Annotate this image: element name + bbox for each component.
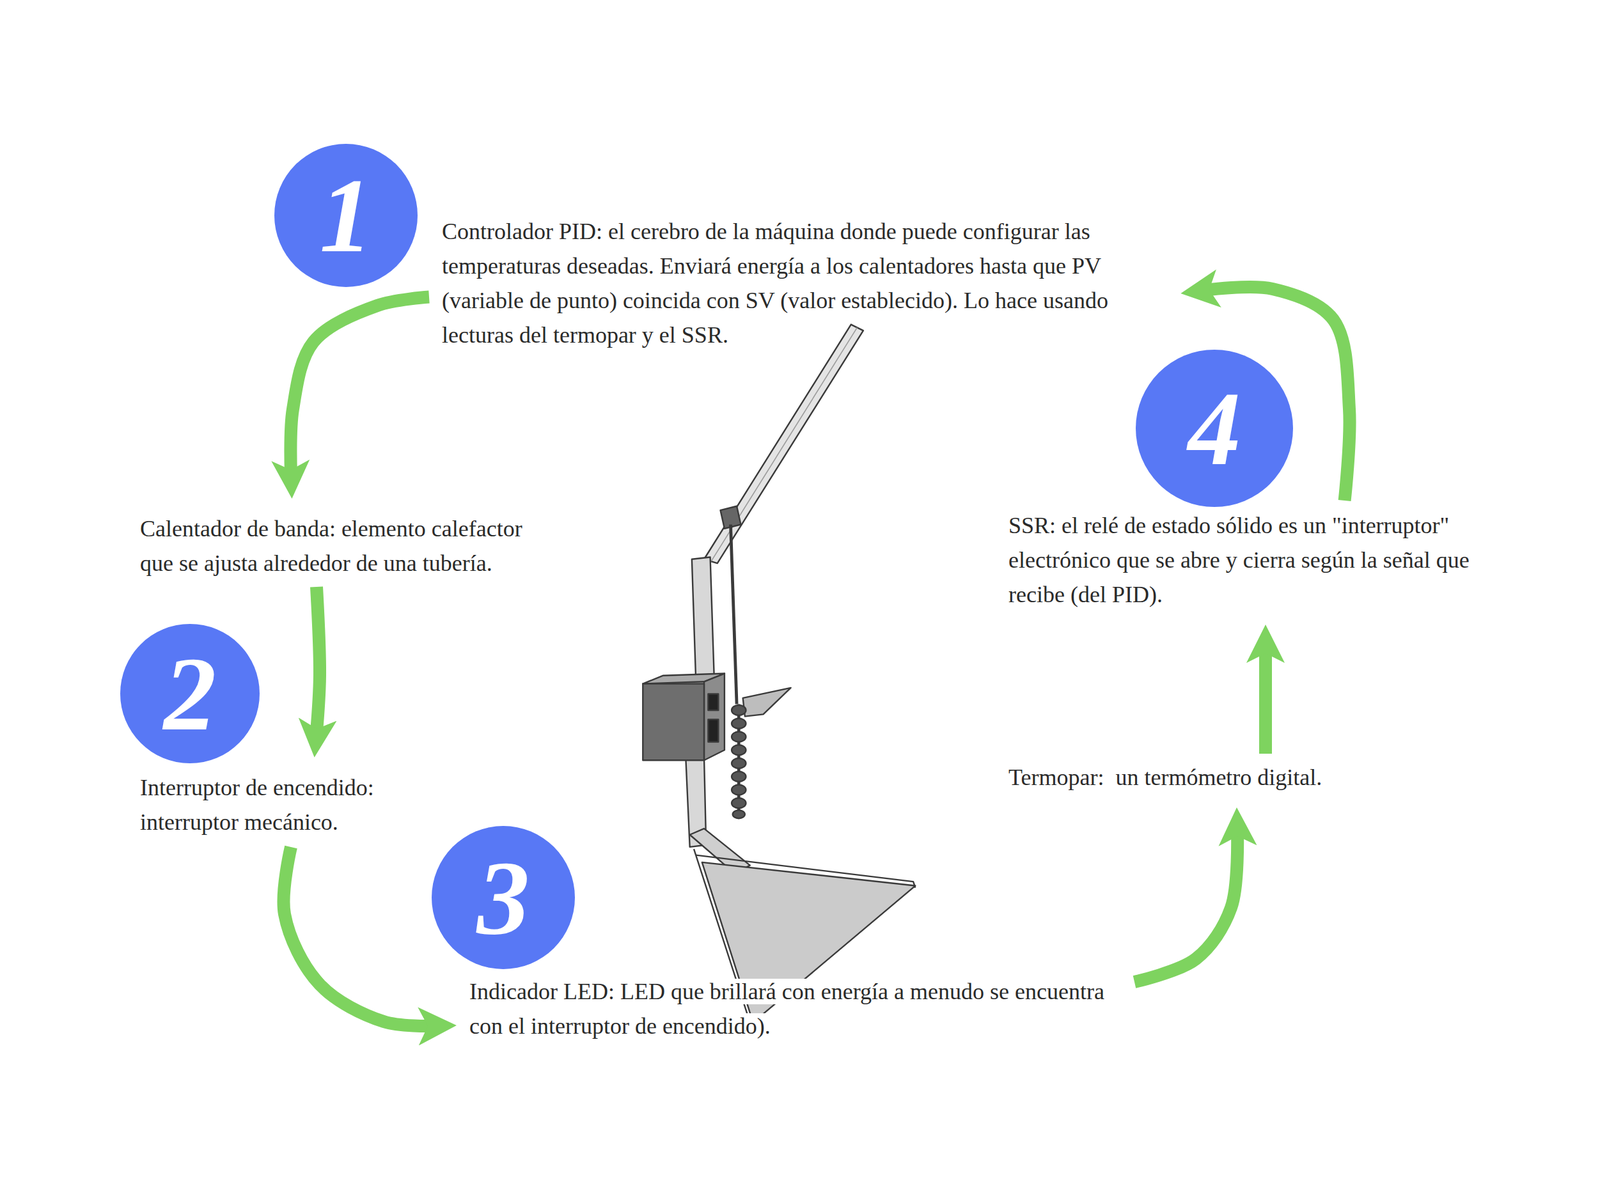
description-text: Calentador de banda: elemento calefactor… [140, 511, 537, 581]
flow-arrow [1134, 833, 1238, 983]
step-number: 2 [120, 624, 260, 764]
flow-arrow [1259, 650, 1272, 754]
auger [731, 705, 746, 819]
upper-post [691, 557, 715, 683]
step-circle: 3 [431, 826, 575, 970]
description-text: Interruptor de encendido: interruptor me… [140, 770, 448, 840]
rod [730, 524, 737, 705]
description-text: Controlador PID: el cerebro de la máquin… [441, 214, 1171, 353]
circle-fill [431, 826, 575, 970]
controller-panel [707, 719, 719, 742]
description-text: SSR: el relé de estado sólido es un "int… [1008, 508, 1476, 612]
step-circle: 2 [120, 624, 260, 764]
step-number: 4 [1135, 349, 1294, 508]
boom-edge [711, 327, 857, 562]
description: Controlador PID: el cerebro de la máquin… [441, 218, 1114, 348]
description: SSR: el relé de estado sólido es un "int… [1008, 512, 1476, 608]
description-text: Termopar: un termómetro digital. [1008, 760, 1431, 795]
step-number: 1 [274, 143, 418, 288]
flow-arrow [283, 847, 432, 1027]
step-number: 3 [431, 826, 575, 970]
step-circle: 4 [1135, 349, 1294, 508]
step-circle: 1 [274, 143, 418, 288]
circle-fill [274, 143, 418, 288]
boom-arm [704, 324, 864, 565]
circle-fill [1135, 349, 1294, 508]
flow-arrow [290, 297, 430, 474]
description: Indicador LED: LED que brillará con ener… [469, 979, 1111, 1040]
flow-arrow [316, 587, 320, 733]
description: Interruptor de encendido: interruptor me… [140, 775, 380, 836]
shelf [743, 688, 792, 717]
control-box [642, 683, 705, 761]
hopper-rim [695, 855, 916, 889]
description: Termopar: un termómetro digital. [1008, 764, 1322, 791]
description-text: Indicador LED: LED que brillará con ener… [469, 974, 1116, 1044]
circle-fill [120, 624, 260, 764]
box-side [704, 674, 725, 761]
switch [707, 693, 719, 711]
description: Calentador de banda: elemento calefactor… [140, 516, 529, 577]
